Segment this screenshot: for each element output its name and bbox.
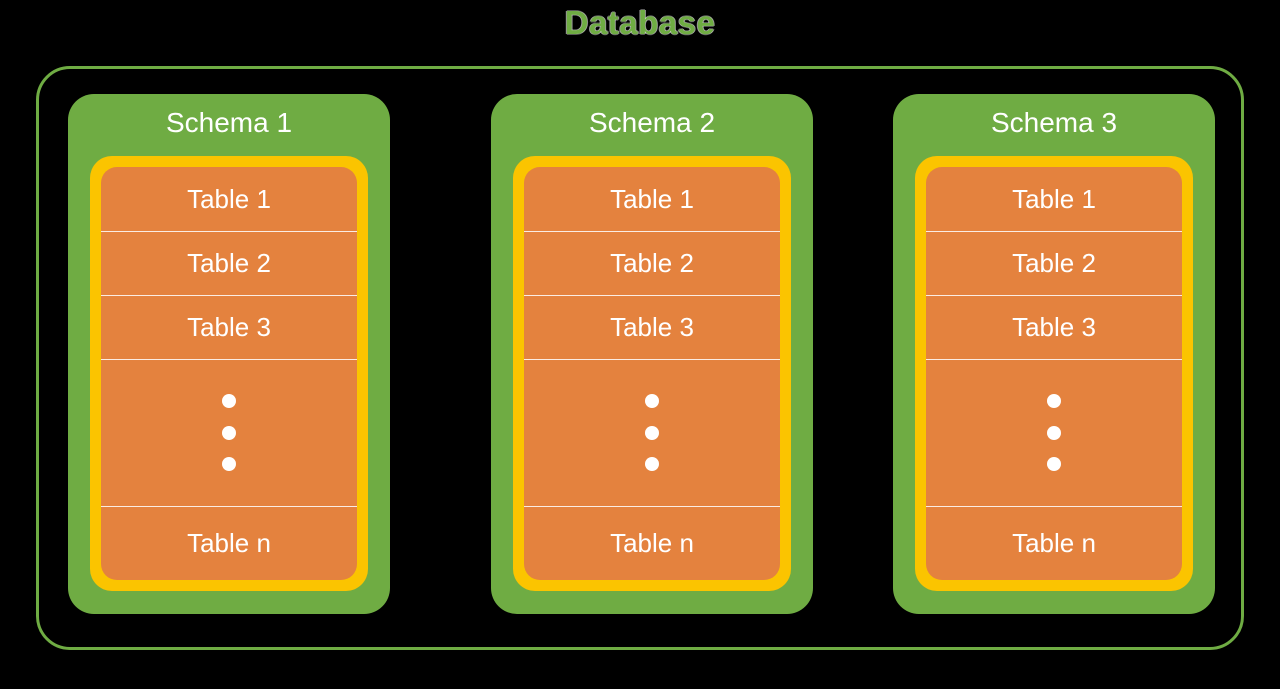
schema-label-1: Schema 1: [165, 107, 293, 138]
ellipsis-dot-icon: [645, 394, 659, 409]
ellipsis-dot-icon: [645, 456, 659, 471]
table-row[interactable]: Table n: [926, 506, 1182, 580]
table-row[interactable]: Table 1: [187, 183, 271, 214]
schema-label-2: Schema 2: [588, 107, 716, 138]
ellipsis-dot-icon: [1047, 425, 1061, 440]
table-row[interactable]: Table 1: [610, 183, 694, 214]
table-rows-ellipsis: [101, 359, 357, 506]
table-row[interactable]: Table n: [524, 506, 780, 580]
table-row[interactable]: Table 3: [524, 295, 780, 359]
schema-box-2[interactable]: Schema 2 Table 1 Table 2 Table 3 Table n: [491, 94, 813, 614]
table-row[interactable]: Table n: [101, 506, 357, 580]
table-row[interactable]: Table 3: [926, 295, 1182, 359]
ellipsis-dot-icon: [222, 394, 236, 409]
table-rows-ellipsis: [926, 359, 1182, 506]
schema-box-3[interactable]: Schema 3 Table 1 Table 2 Table 3 Table n: [893, 94, 1215, 614]
table-stack-2: Table 1 Table 2 Table 3 Table n: [524, 167, 780, 580]
ellipsis-dot-icon: [1047, 394, 1061, 409]
table-ring-2: Table 1 Table 2 Table 3 Table n: [513, 156, 791, 591]
ellipsis-dot-icon: [222, 425, 236, 440]
table-row[interactable]: Table 3: [101, 295, 357, 359]
ellipsis-dot-icon: [1047, 456, 1061, 471]
ellipsis-dot-icon: [222, 456, 236, 471]
table-rows-ellipsis: [524, 359, 780, 506]
table-stack-1: Table 1 Table 2 Table 3 Table n: [101, 167, 357, 580]
table-row[interactable]: Table 2: [101, 231, 357, 295]
schema-box-1[interactable]: Schema 1 Table 1 Table 2 Table 3 Table n: [68, 94, 390, 614]
schema-label-3: Schema 3: [990, 107, 1118, 138]
table-row[interactable]: Table 2: [926, 231, 1182, 295]
ellipsis-dot-icon: [645, 425, 659, 440]
database-boundary: [36, 66, 1244, 650]
table-stack-3: Table 1 Table 2 Table 3 Table n: [926, 167, 1182, 580]
page-title: Database: [564, 4, 716, 41]
table-row[interactable]: Table 2: [524, 231, 780, 295]
table-ring-3: Table 1 Table 2 Table 3 Table n: [915, 156, 1193, 591]
table-ring-1: Table 1 Table 2 Table 3 Table n: [90, 156, 368, 591]
table-row[interactable]: Table 1: [1012, 183, 1096, 214]
